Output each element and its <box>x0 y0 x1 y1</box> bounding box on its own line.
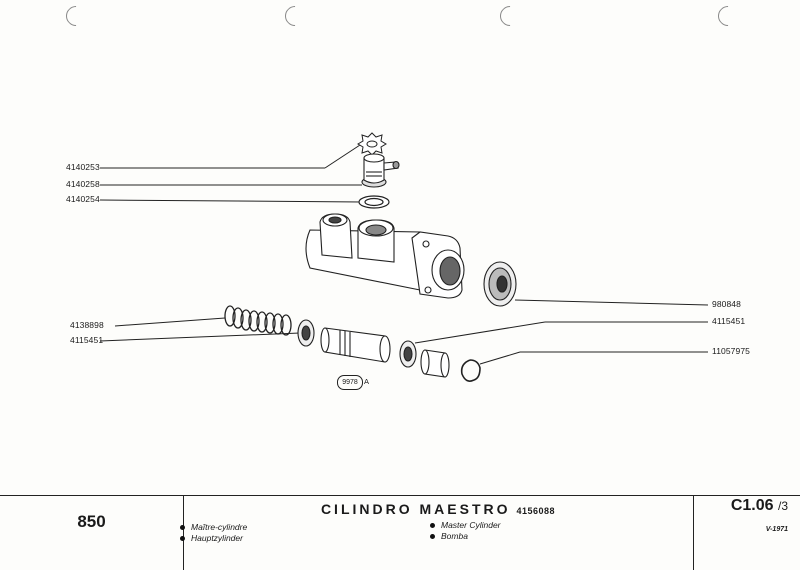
bullet-icon <box>430 523 435 529</box>
model-number: 850 <box>77 512 106 531</box>
master-cylinder-body <box>305 213 465 299</box>
exploded-parts-diagram <box>99 132 709 382</box>
callout-label: 4115451 <box>70 335 104 345</box>
page-reference: C1.06 /3 <box>730 497 788 514</box>
rubber-boot-part <box>483 261 517 307</box>
leader-line <box>99 332 301 342</box>
circlip-part <box>460 359 481 382</box>
leader-line <box>99 199 363 203</box>
diagram-reference-suffix: A <box>364 377 370 386</box>
return-spring-part <box>224 305 292 336</box>
translation-de: Hauptzylinder <box>180 533 243 543</box>
callout-label: 4140253 <box>66 162 100 172</box>
leader-line <box>479 351 521 365</box>
translation-en: Master Cylinder <box>430 520 501 530</box>
star-washer-part <box>357 132 387 156</box>
leader-line <box>414 321 546 344</box>
callout-label: 4115451 <box>712 316 746 326</box>
seal-ring-part-2 <box>399 340 417 368</box>
seal-ring-part <box>297 319 315 347</box>
leader-line <box>114 317 226 327</box>
translation-fr: Maître-cylindre <box>180 522 247 532</box>
title-block: 850 CILINDRO MAESTRO 4156088 Maître-cylin… <box>0 495 800 570</box>
bullet-icon <box>180 536 185 542</box>
leader-line <box>324 144 361 169</box>
secondary-piston-part <box>420 349 450 378</box>
translation-es: Bomba <box>430 531 468 541</box>
page-title: CILINDRO MAESTRO 4156088 <box>183 501 693 517</box>
callout-label: 4140254 <box>66 194 100 204</box>
callout-label: 11057975 <box>712 346 750 356</box>
diagram-reference-badge: 9978 <box>337 375 363 390</box>
title-text: CILINDRO MAESTRO <box>320 501 511 517</box>
bullet-icon <box>180 525 185 531</box>
piston-part <box>320 327 391 363</box>
callout-label: 4140258 <box>66 179 100 189</box>
gasket-part <box>358 195 390 209</box>
divider <box>183 496 184 570</box>
bullet-icon <box>430 534 435 540</box>
callout-label: 980848 <box>712 299 741 309</box>
leader-line <box>514 299 709 306</box>
divider <box>693 496 694 570</box>
callout-label: 4138898 <box>70 320 104 330</box>
banjo-union-part <box>361 153 400 188</box>
part-code: 4156088 <box>516 506 556 516</box>
revision-date: V-1971 <box>765 526 788 533</box>
